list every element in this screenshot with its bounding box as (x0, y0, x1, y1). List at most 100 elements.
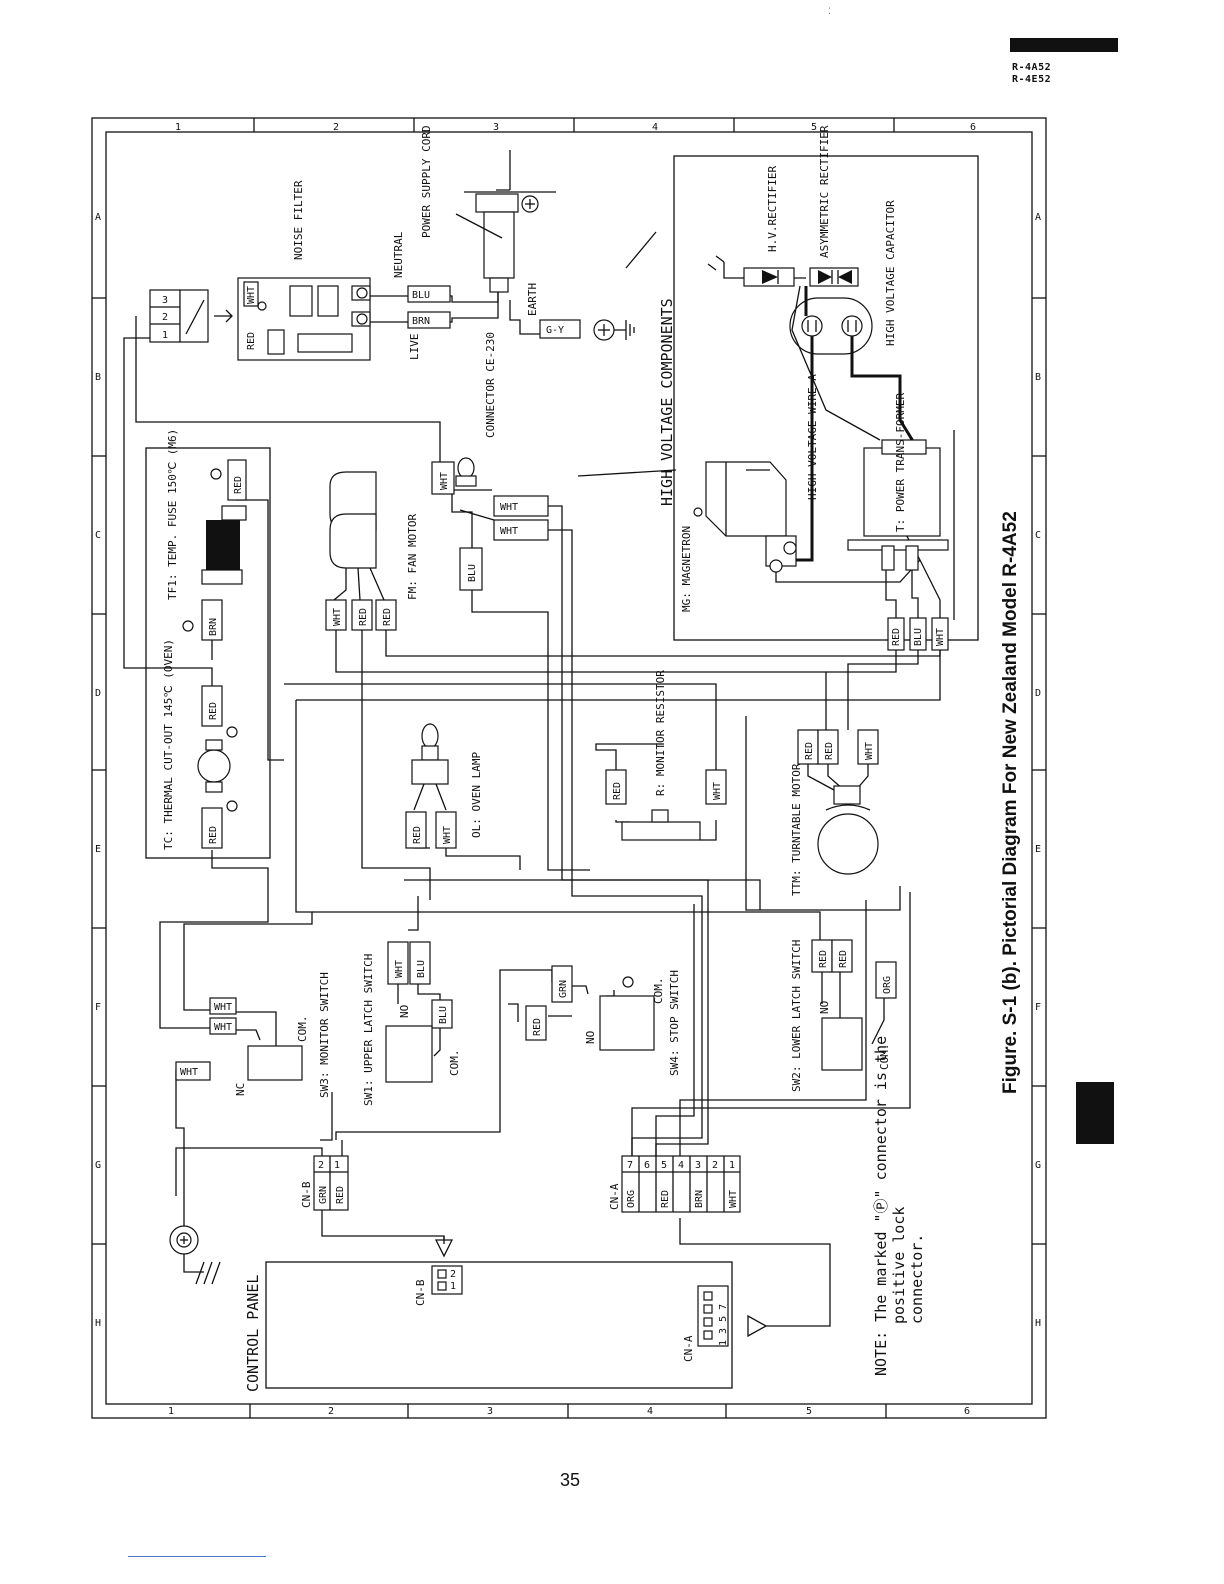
pointer-line (625, 231, 657, 269)
sw1-wire-tag: WHT (394, 960, 405, 978)
monitor-resistor: RED WHT R: MONITOR RESISTOR (605, 670, 727, 841)
sw1-no: NO (398, 1005, 411, 1018)
earth-terminal: G-Y EARTH (526, 283, 635, 341)
hv-lead (804, 286, 918, 447)
hv-rectifier: H.V.RECTIFIER (707, 166, 806, 287)
cn-a-pin: 1 (729, 1160, 735, 1171)
cn-b-pin: 1 (334, 1160, 340, 1171)
ttm-wire-tag: RED (824, 742, 835, 760)
cn-b-color: GRN (318, 1186, 329, 1204)
grid-col-top: 2 (333, 122, 339, 133)
cn-b-color: RED (335, 1186, 346, 1204)
hv-rectifier-label: H.V.RECTIFIER (766, 166, 779, 252)
sw3-monitor-switch: WHT WHT WHT COM. NC SW3: MONITOR SWITCH (175, 972, 331, 1098)
grid-row-left: F (95, 1002, 101, 1013)
grid-row-left: B (95, 372, 101, 383)
filter-pin: 3 (162, 295, 168, 306)
grid-col-bottom: 3 (487, 1406, 493, 1417)
transformer-label: T: POWER TRANS-FORMER (894, 393, 907, 532)
sw2-label: SW2: LOWER LATCH SWITCH (790, 940, 803, 1092)
sw2-wire-tag: RED (838, 950, 849, 968)
grid-row-left: E (95, 844, 101, 855)
fm-wire-tag: WHT (332, 608, 343, 626)
sw3-com: COM. (296, 1016, 309, 1043)
cn-a-pin: 4 (678, 1160, 684, 1171)
grid-row-right: C (1035, 530, 1041, 541)
cn-a-connector: 7 6 5 4 3 2 1 ORG RED BRN WHT CN-A (608, 1155, 741, 1213)
cn-a-pin: 3 (695, 1160, 701, 1171)
cn-a-label: CN-A (608, 1183, 621, 1210)
grid-row-left: A (95, 212, 101, 223)
ttm-wire-tag: WHT (864, 742, 875, 760)
filter-pin: 1 (162, 330, 168, 341)
fan-motor-label: FM: FAN MOTOR (406, 514, 419, 600)
cn-a-color: BRN (694, 1190, 705, 1208)
scan-mark: ⁚ (828, 6, 831, 16)
sw2-com: COM. (878, 1044, 891, 1071)
mr-wire-tag: WHT (712, 782, 723, 800)
noise-filter: RED WHT NOISE FILTER (237, 180, 408, 361)
cn-b-panel-pin: 2 (450, 1269, 456, 1280)
ce-out-tag: WHT (500, 502, 518, 513)
cn-a-color: RED (660, 1190, 671, 1208)
tc-wire-tag: RED (208, 826, 219, 844)
cn-a-pin: 2 (712, 1160, 718, 1171)
filter-pin: 2 (162, 312, 168, 323)
grid-col-top: 6 (970, 122, 976, 133)
grid-row-right: A (1035, 212, 1041, 223)
monitor-resistor-label: R: MONITOR RESISTOR (654, 670, 667, 796)
grid-row-right: H (1035, 1318, 1041, 1329)
live-wire-tag: BRN (412, 316, 430, 327)
cn-a-pin: 5 (661, 1160, 667, 1171)
grid-row-right: E (1035, 844, 1041, 855)
sw1-wire-tag: BLU (416, 960, 427, 978)
asym-rectifier-label-1: ASYMMETRIC RECTIFIER (818, 125, 831, 258)
hv-capacitor-label: HIGH VOLTAGE CAPACITOR (884, 200, 897, 346)
sw1-label: SW1: UPPER LATCH SWITCH (362, 954, 375, 1106)
ttm-wire-tag: RED (804, 742, 815, 760)
tc-wire-tag: RED (208, 702, 219, 720)
grid-row-right: G (1035, 1160, 1041, 1171)
cn-b-panel-pin: 1 (450, 1281, 456, 1292)
grid-row-right: F (1035, 1002, 1041, 1013)
wire-tag: WHT (935, 628, 946, 646)
sw1-com: COM. (448, 1050, 461, 1077)
power-transformer: T: POWER TRANS-FORMER (847, 393, 955, 620)
sw2-lower-latch-switch: RED RED ORG NO COM. SW2: LOWER LATCH SWI… (790, 939, 897, 1092)
grid-col-bottom: 5 (806, 1406, 812, 1417)
cn-a-color: ORG (626, 1190, 637, 1208)
footer-rule (128, 1556, 266, 1557)
sw2-wire-tag: RED (818, 950, 829, 968)
wire-tag: BLU (913, 628, 924, 646)
grid-col-bottom: 1 (168, 1406, 174, 1417)
thermal-cutout-label: TC: THERMAL CUT-OUT 145℃ (OVEN) (162, 639, 175, 850)
cn-a-panel-label: CN-A (682, 1335, 695, 1362)
ce-blu-tag: BLU (467, 564, 478, 582)
fm-wire-tag: RED (358, 608, 369, 626)
sw3-label: SW3: MONITOR SWITCH (318, 972, 331, 1098)
sw4-no: NO (584, 1031, 597, 1044)
oven-lamp: RED WHT OL: OVEN LAMP (405, 723, 483, 849)
sw4-wire-tag: RED (532, 1018, 543, 1036)
temp-fuse: RED BRN TF1: TEMP. FUSE 150℃ (M6) (145, 429, 271, 859)
turntable-motor-label: TTM: TURNTABLE MOTOR (790, 763, 803, 896)
filter-wire-tag: WHT (246, 286, 257, 304)
cn-a-pin: 6 (644, 1160, 650, 1171)
page-number: 35 (560, 1470, 581, 1490)
sw3-wire-tag: WHT (214, 1002, 232, 1013)
grid-col-top: 3 (493, 122, 499, 133)
sw2-no: NO (818, 1001, 831, 1014)
fan-motor: WHT RED RED FM: FAN MOTOR (325, 471, 419, 631)
grid-col-top: 5 (811, 122, 817, 133)
cn-a-pin: 7 (627, 1160, 633, 1171)
model-number-alt: R-4E52 (1012, 74, 1052, 85)
cn-b-pin: 2 (318, 1160, 324, 1171)
note-line-3: connector. (908, 1234, 926, 1324)
note-line-1: NOTE: The marked "Ⓟ" connector is the (872, 1036, 890, 1376)
header-bar (1010, 38, 1118, 52)
power-cord-label: POWER SUPPLY CORD (420, 125, 433, 238)
line-terminals: BLU BRN NEUTRAL LIVE (392, 231, 451, 360)
cn-b-panel-label: CN-B (414, 1279, 427, 1306)
grid-col-top: 1 (175, 122, 181, 133)
magnetron: MG: MAGNETRON (680, 461, 921, 612)
